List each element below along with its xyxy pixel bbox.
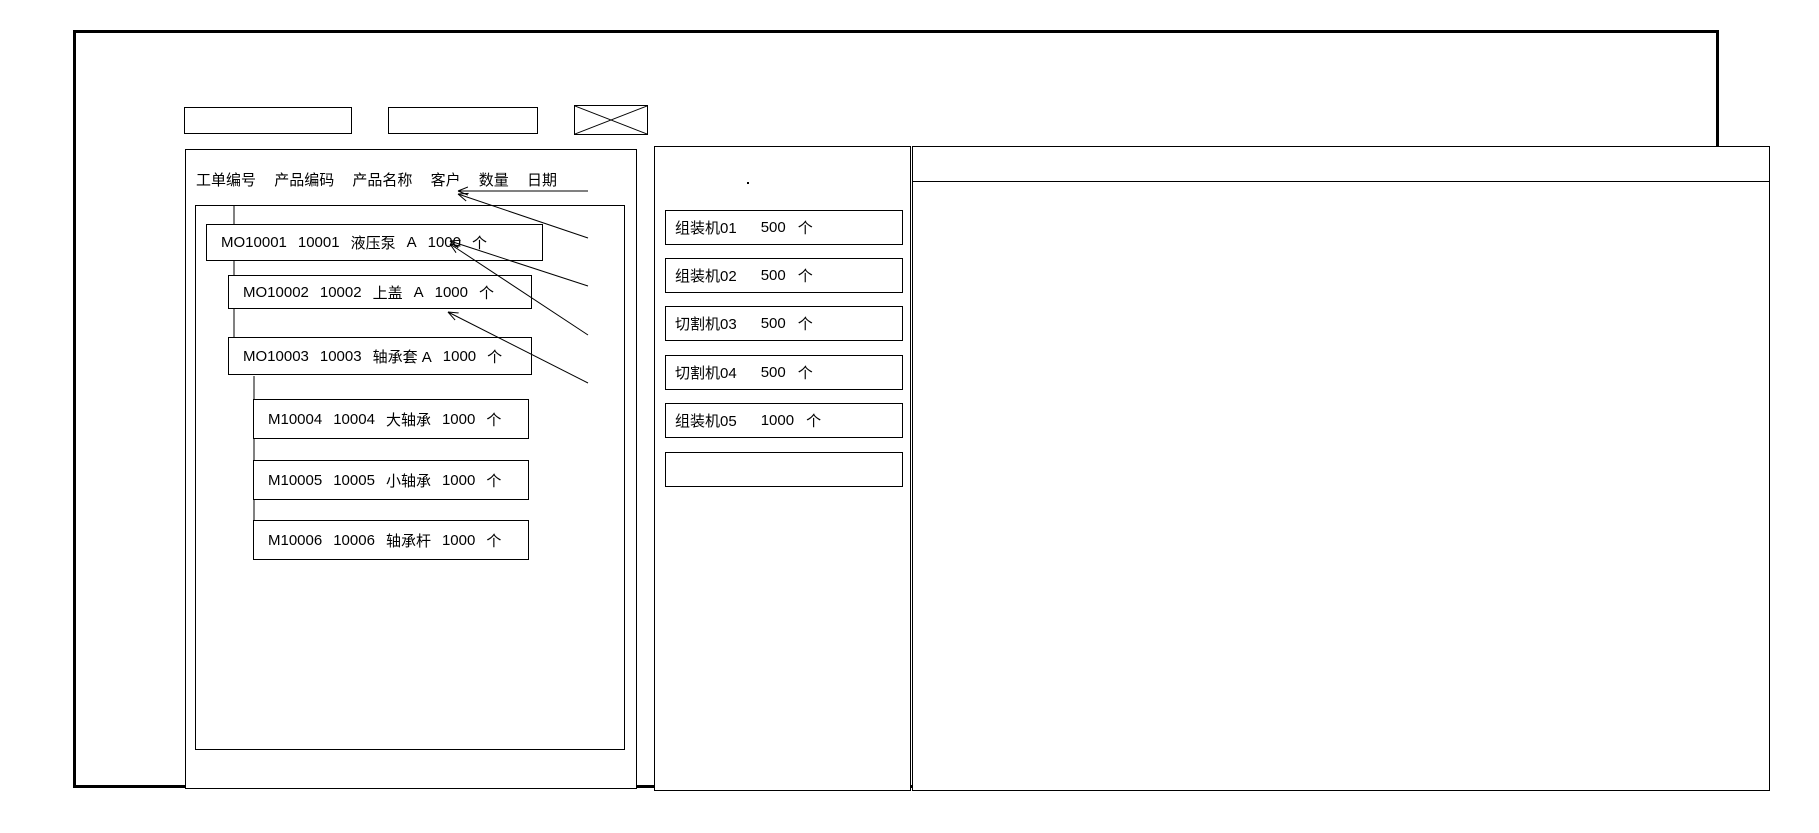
table-row[interactable]: M10006 10006 轴承杆 1000 个 [253, 520, 529, 560]
row-order-no: MO10002 [243, 283, 309, 301]
machine-name: 组装机02 [675, 268, 737, 285]
row-product-code: 10004 [333, 410, 375, 428]
row-quantity: 1000 [434, 283, 468, 301]
row-product-name: 轴承杆 [385, 532, 431, 550]
row-quantity: 1000 [427, 234, 461, 251]
application-window-frame: 工单编号 产品编码 产品名称 客户 数量 日期 [73, 30, 1770, 791]
row-unit: 个 [472, 235, 488, 252]
machine-quantity: 1000 [760, 412, 795, 429]
row-product-code: 10002 [319, 283, 362, 301]
machine-unit: 个 [806, 413, 822, 430]
row-quantity: 1000 [442, 347, 477, 365]
machine-quantity: 500 [760, 219, 786, 236]
table-row[interactable]: M10005 10005 小轴承 1000 个 [253, 460, 529, 500]
row-product-name: 轴承套 A [372, 348, 432, 366]
row-unit: 个 [486, 532, 502, 550]
panel-marker-dot [747, 182, 749, 184]
detail-panel [912, 146, 1770, 791]
row-order-no: MO10003 [243, 347, 309, 365]
row-product-name: 大轴承 [385, 411, 431, 429]
column-header-order-no: 工单编号 [196, 172, 257, 189]
row-product-code: 10001 [297, 234, 340, 251]
list-item[interactable]: 组装机05 1000 个 [665, 403, 903, 438]
row-unit: 个 [487, 348, 503, 366]
table-row[interactable]: MO10002 10002 上盖 A 1000 个 [228, 275, 532, 309]
work-order-panel: 工单编号 产品编码 产品名称 客户 数量 日期 [185, 149, 637, 789]
column-header-product-code: 产品编码 [274, 172, 335, 189]
machine-unit: 个 [797, 268, 813, 285]
machine-quantity: 500 [760, 315, 786, 332]
row-unit: 个 [479, 284, 495, 302]
column-header-quantity: 数量 [478, 172, 509, 189]
row-product-code: 10003 [319, 347, 362, 365]
column-header-customer: 客户 [430, 172, 461, 189]
machine-quantity: 500 [760, 364, 786, 381]
machine-name: 切割机04 [675, 365, 737, 382]
detail-panel-header-divider [913, 181, 1769, 182]
machine-quantity: 500 [760, 267, 786, 284]
table-row[interactable]: MO10001 10001 液压泵 A 1000 个 [206, 224, 543, 261]
machine-name: 组装机01 [675, 220, 737, 237]
row-product-code: 10006 [333, 531, 375, 549]
list-item[interactable]: 组装机02 500 个 [665, 258, 903, 293]
toolbar-field-1[interactable] [184, 107, 352, 134]
machine-unit: 个 [797, 365, 813, 382]
list-item[interactable]: 切割机03 500 个 [665, 306, 903, 341]
row-customer: A [413, 283, 424, 301]
row-quantity: 1000 [441, 410, 476, 428]
list-item[interactable]: 切割机04 500 个 [665, 355, 903, 390]
image-placeholder-icon [574, 105, 648, 135]
column-header-product-name: 产品名称 [352, 172, 413, 189]
row-quantity: 1000 [441, 471, 476, 489]
row-product-name: 上盖 [372, 284, 403, 302]
machine-schedule-panel: 组装机01 500 个 组装机02 500 个 切割机03 500 个 切割机0… [654, 146, 911, 791]
list-item[interactable]: 组装机01 500 个 [665, 210, 903, 245]
row-order-no: M10004 [268, 410, 323, 428]
row-quantity: 1000 [441, 531, 476, 549]
row-order-no: MO10001 [221, 234, 287, 251]
row-unit: 个 [486, 472, 502, 490]
row-customer: A [406, 234, 417, 251]
cross-box-icon [575, 106, 647, 134]
machine-unit: 个 [797, 220, 813, 237]
machine-name: 组装机05 [675, 413, 737, 430]
work-order-tree-container[interactable]: MO10001 10001 液压泵 A 1000 个 MO10002 10002… [195, 205, 625, 750]
toolbar-field-2[interactable] [388, 107, 538, 134]
row-product-code: 10005 [333, 471, 375, 489]
column-header-date: 日期 [526, 172, 557, 189]
machine-name: 切割机03 [675, 316, 737, 333]
work-order-column-headers: 工单编号 产品编码 产品名称 客户 数量 日期 [196, 169, 557, 190]
row-order-no: M10006 [268, 531, 323, 549]
row-product-name: 小轴承 [385, 472, 431, 490]
machine-row-empty[interactable] [665, 452, 903, 487]
table-row[interactable]: M10004 10004 大轴承 1000 个 [253, 399, 529, 439]
row-unit: 个 [486, 411, 502, 429]
machine-unit: 个 [797, 316, 813, 333]
row-order-no: M10005 [268, 471, 323, 489]
row-product-name: 液压泵 [350, 235, 396, 252]
table-row[interactable]: MO10003 10003 轴承套 A 1000 个 [228, 337, 532, 375]
